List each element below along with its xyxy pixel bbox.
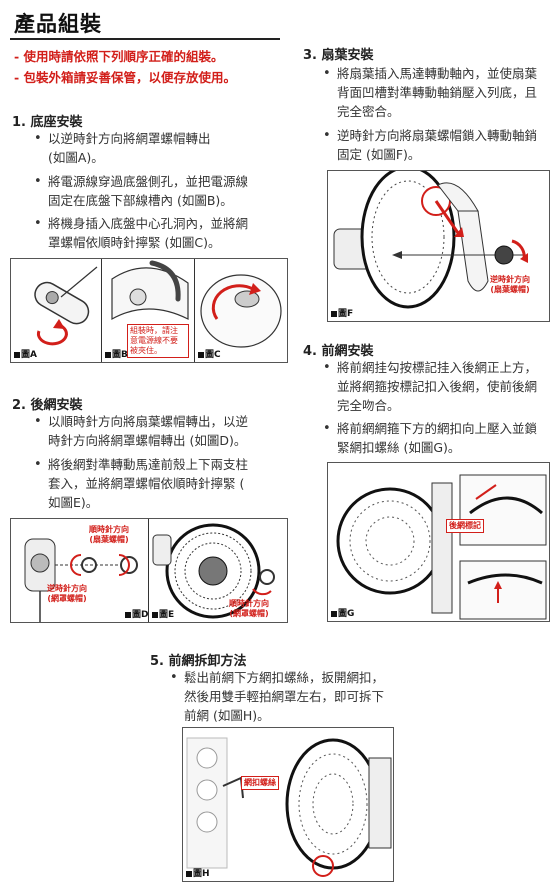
figure-divider xyxy=(194,259,195,362)
s1-bullet-3: • 將機身插入底盤中心孔洞內，並將網罩螺帽依順時針擰緊 (如圖C)。 xyxy=(34,216,249,250)
figure-c-illustration xyxy=(200,274,282,348)
figure-abc: 圖A 組裝時，請注意電源線不要被夾住。 圖B 圖C xyxy=(10,258,288,363)
figure-h-illustration xyxy=(186,737,392,877)
figure-b-illustration xyxy=(111,260,189,321)
figure-de: 順時針方向(扇葉螺帽) 逆時針方向(網罩螺帽) 圖D 順時針方向(網罩螺帽) 圖… xyxy=(10,518,288,623)
s2-bullet-2: • 將後網對準轉動馬達前殼上下兩支柱套入，並將網罩螺帽依順時針擰緊 (如圖E)。 xyxy=(34,457,249,510)
rear-net-mark-label: 後網標記 xyxy=(446,519,484,533)
ccw-net-nut-label: 逆時針方向(網罩螺帽) xyxy=(47,584,87,603)
note-1: - 使用時請依照下列順序正確的組裝。 xyxy=(14,49,224,64)
figure-f: 逆時針方向(扇葉螺帽) 圖F xyxy=(327,170,550,322)
bullet-dot: • xyxy=(34,131,42,146)
figure-f-label: 圖F xyxy=(331,306,353,319)
net-clip-screw-label: 網扣螺絲 xyxy=(241,776,279,790)
s4-bullet-2: • 將前網網箍下方的網扣向上壓入並鎖緊網扣螺絲 (如圖G)。 xyxy=(323,421,538,455)
page-title: 產品組裝 xyxy=(14,12,102,36)
s5-bullet-1: • 鬆出前網下方網扣螺絲，扳開網扣，然後用雙手輕拍網罩左右，即可拆下前網 (如圖… xyxy=(170,670,385,723)
s3-bullet-1: • 將扇葉插入馬達轉動軸內，並使扇葉背面凹槽對準轉動軸銷壓入列底，且完全密合。 xyxy=(323,66,538,119)
section-2-heading: 2. 後網安裝 xyxy=(12,398,83,413)
s2-bullet-1: • 以順時針方向將扇葉螺帽轉出，以逆時針方向將網罩螺帽轉出 (如圖D)。 xyxy=(34,414,249,448)
figure-h-label: 圖H xyxy=(186,866,210,879)
cw-net-nut-label: 順時針方向(網罩螺帽) xyxy=(229,599,269,618)
s1-bullet-1: • 以逆時針方向將網罩螺帽轉出(如圖A)。 xyxy=(34,131,211,165)
figure-divider xyxy=(148,519,149,622)
section-4-heading: 4. 前網安裝 xyxy=(303,344,374,359)
figure-h: 網扣螺絲 圖H xyxy=(182,727,394,882)
s3-bullet-2: • 逆時針方向將扇葉螺帽鎖入轉動軸銷固定 (如圖F)。 xyxy=(323,128,538,162)
section-1-heading: 1. 底座安裝 xyxy=(12,115,83,130)
figure-d-illustration xyxy=(24,538,138,622)
figure-f-illustration xyxy=(333,171,528,309)
note-2: - 包裝外箱請妥善保管，以便存放使用。 xyxy=(14,70,237,85)
s4-bullet-1: • 將前網挂勾按標記挂入後網正上方，並將網箍按標記扣入後網，使前後網完全吻合。 xyxy=(323,360,538,413)
figure-b-label: 圖B xyxy=(105,347,128,360)
figure-a-label: 圖A xyxy=(14,347,37,360)
power-cord-callout: 組裝時，請注意電源線不要被夾住。 xyxy=(127,324,189,358)
figure-divider xyxy=(101,259,102,362)
figure-a-illustration xyxy=(34,266,98,346)
figure-e-label: 圖E xyxy=(152,607,174,620)
ccw-blade-nut-label: 逆時針方向(扇葉螺帽) xyxy=(490,275,530,294)
figure-c-label: 圖C xyxy=(198,347,221,360)
figure-g: 後網標記 圖G xyxy=(327,462,550,622)
section-3-heading: 3. 扇葉安裝 xyxy=(303,48,374,63)
figure-g-label: 圖G xyxy=(331,606,354,619)
section-5-heading: 5. 前網拆卸方法 xyxy=(150,654,247,669)
figure-e-illustration xyxy=(152,523,275,619)
s1-bullet-2: • 將電源線穿過底盤側孔，並把電源線固定在底盤下部線槽內 (如圖B)。 xyxy=(34,174,249,208)
title-underline xyxy=(10,38,280,40)
figure-g-illustration xyxy=(336,474,547,620)
figure-d-label: 圖D xyxy=(125,607,148,620)
cw-blade-nut-label: 順時針方向(扇葉螺帽) xyxy=(89,525,129,544)
